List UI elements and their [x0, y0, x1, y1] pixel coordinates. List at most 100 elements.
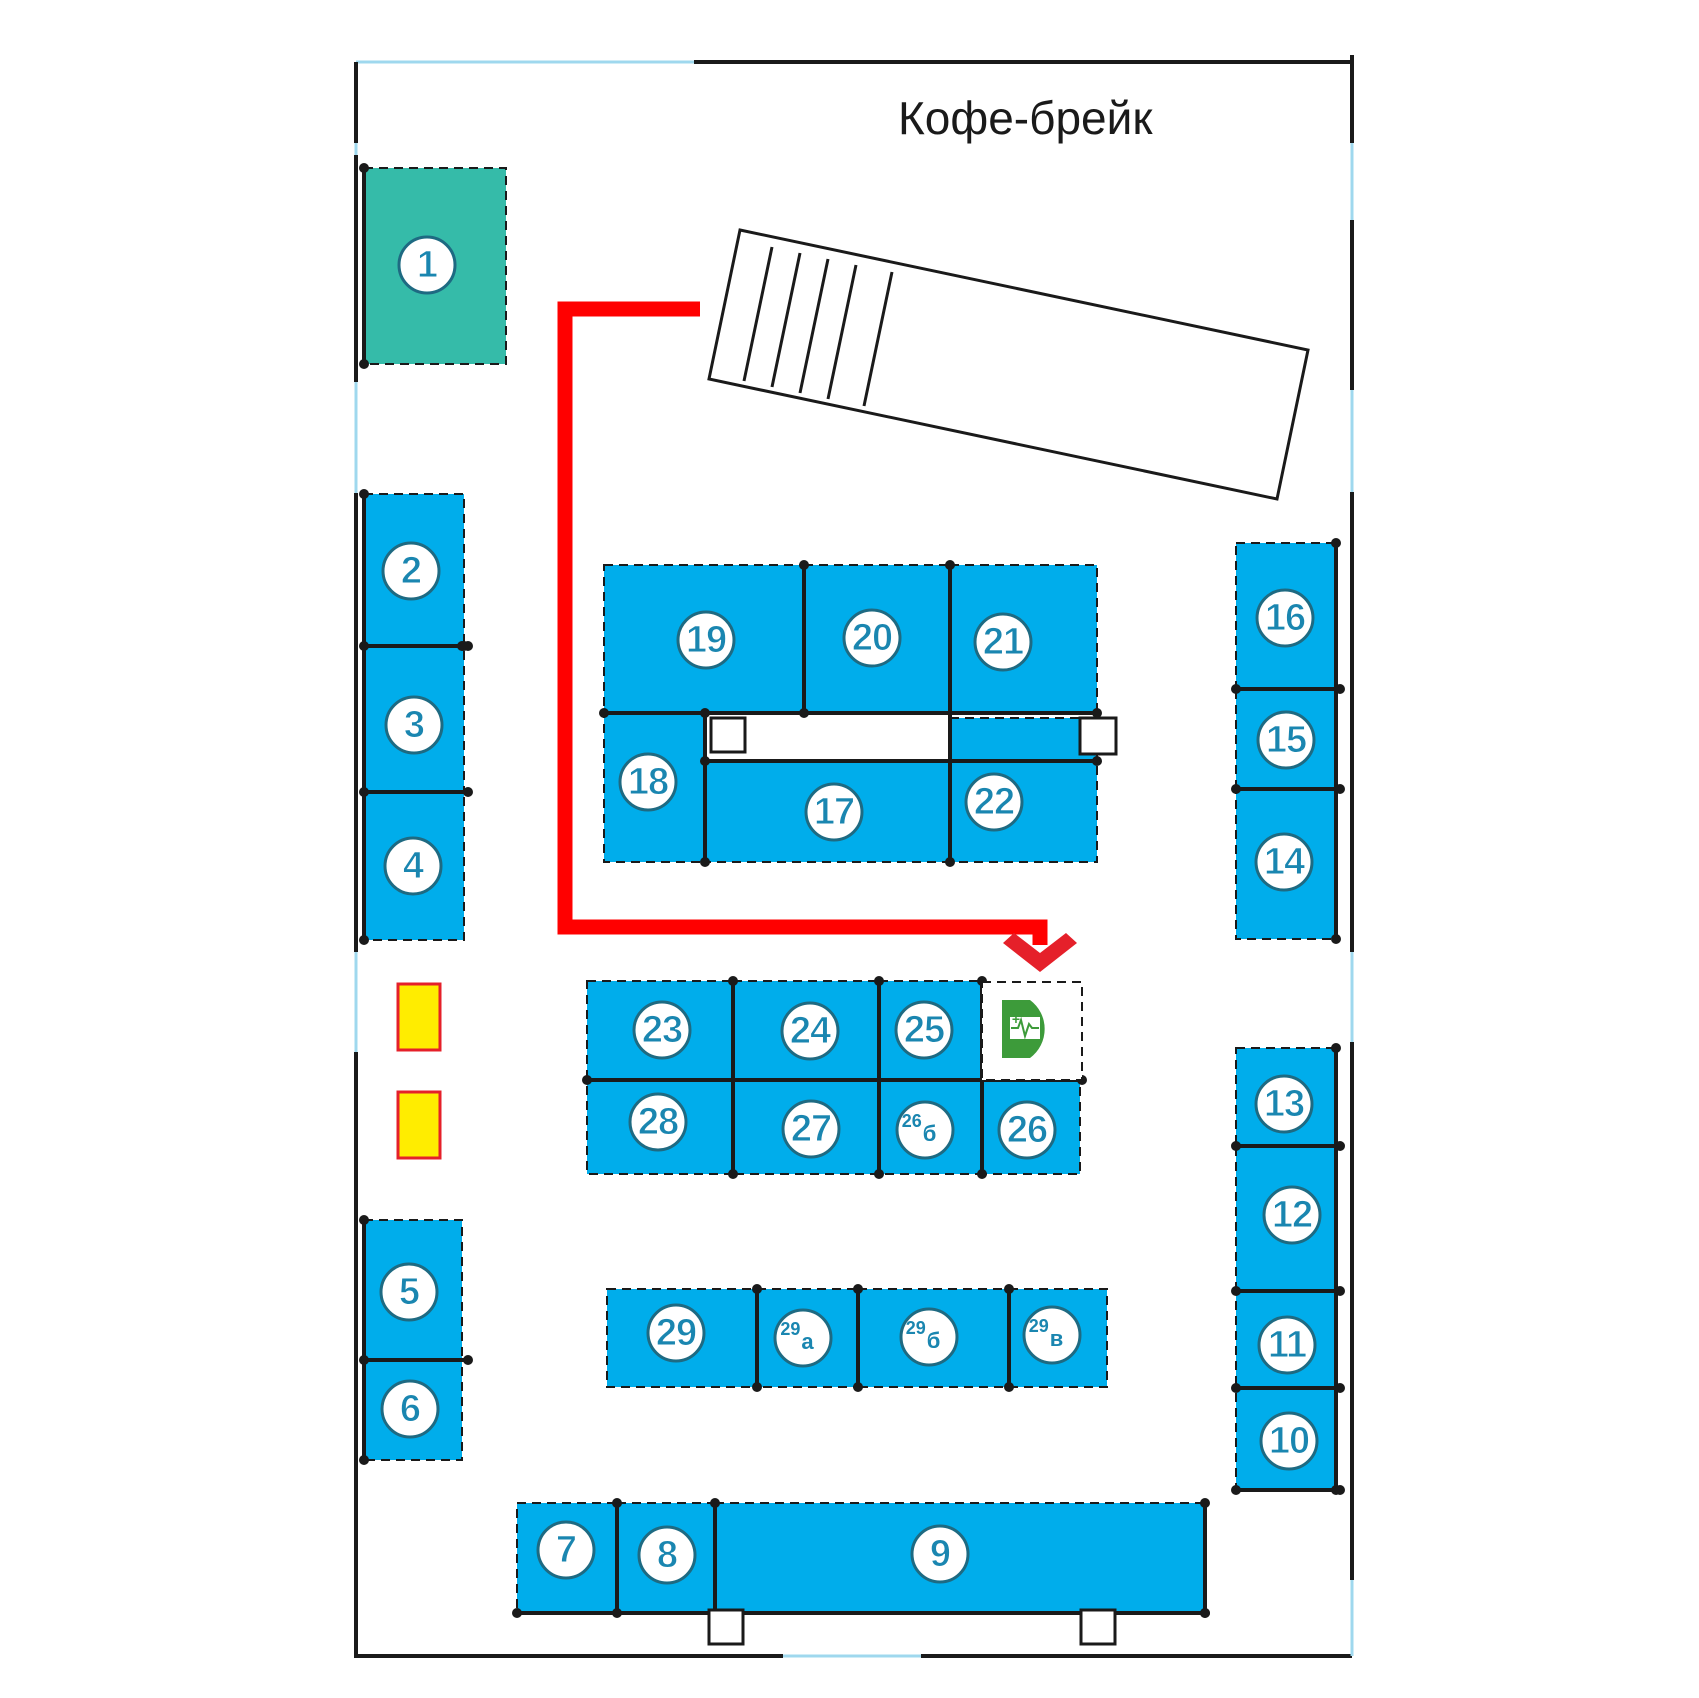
- booth-12[interactable]: 12: [1235, 1145, 1337, 1292]
- booth-11[interactable]: 11: [1235, 1290, 1337, 1389]
- divider-node: [700, 708, 710, 718]
- divider-node: [1092, 756, 1102, 766]
- booth-number: 18: [628, 761, 668, 803]
- svg-text:+: +: [1012, 1011, 1020, 1027]
- booth-26b[interactable]: 26б: [878, 1079, 983, 1175]
- booth-29a[interactable]: 29а: [756, 1288, 859, 1388]
- booth-4[interactable]: 4: [363, 791, 465, 941]
- divider-node: [853, 1382, 863, 1392]
- divider-node: [359, 1355, 369, 1365]
- divider-node: [1335, 784, 1345, 794]
- booth-29b[interactable]: 29б: [857, 1288, 1010, 1388]
- arrow-down-icon: [1003, 933, 1077, 972]
- divider-node: [359, 163, 369, 173]
- divider-node: [359, 489, 369, 499]
- booth-number-badge: [842, 608, 902, 668]
- booth-number-badge: [646, 1303, 706, 1363]
- divider-node: [945, 560, 955, 570]
- divider-node: [1200, 1608, 1210, 1618]
- booth-28[interactable]: 28: [586, 1079, 734, 1175]
- booth-number: 5: [399, 1271, 420, 1313]
- booth-14[interactable]: 14: [1235, 788, 1337, 940]
- booth-29[interactable]: 29: [606, 1288, 758, 1388]
- divider-node: [1200, 1498, 1210, 1508]
- booth-24[interactable]: 24: [732, 980, 880, 1080]
- booth-21[interactable]: 21: [949, 564, 1098, 714]
- booth-17[interactable]: 17: [704, 760, 951, 863]
- booth-8[interactable]: 8: [616, 1502, 716, 1614]
- divider-node: [1335, 1286, 1345, 1296]
- booth-number: 11: [1268, 1324, 1307, 1366]
- divider-node: [1231, 1383, 1241, 1393]
- booth-number-badge: [397, 235, 457, 295]
- booth-number: 3: [404, 704, 424, 746]
- booth-6[interactable]: 6: [363, 1359, 463, 1461]
- booth-number-badge: [380, 1379, 440, 1439]
- divider-node: [359, 935, 369, 945]
- booth-number-badge: [894, 1000, 954, 1060]
- booth-25[interactable]: 25: [878, 980, 983, 1080]
- booth-number-badge: [676, 610, 736, 670]
- booth-29v[interactable]: 29в: [1008, 1288, 1108, 1388]
- booth-18[interactable]: 18: [603, 712, 706, 863]
- divider-node: [945, 857, 955, 867]
- booth-number: 6: [400, 1388, 420, 1430]
- booth-number: 26: [1007, 1109, 1047, 1151]
- divider-node: [752, 1284, 762, 1294]
- booth-15[interactable]: 15: [1235, 688, 1337, 790]
- booth-10[interactable]: 10: [1235, 1387, 1337, 1491]
- booth-7[interactable]: 7: [516, 1502, 618, 1614]
- divider-node: [582, 1075, 592, 1085]
- booth-5[interactable]: 5: [363, 1219, 463, 1361]
- booth-number: 12: [1272, 1194, 1312, 1236]
- booth-number: 24: [790, 1010, 831, 1052]
- booth-20[interactable]: 20: [803, 564, 951, 714]
- divider-node: [710, 1498, 720, 1508]
- divider-node: [1331, 538, 1341, 548]
- divider-node: [1231, 1286, 1241, 1296]
- booth-number-badge: [632, 1000, 692, 1060]
- divider-node: [1335, 684, 1345, 694]
- pillars: [707, 716, 1118, 1646]
- divider-node: [1004, 1284, 1014, 1294]
- route-path: [557, 301, 1077, 972]
- booth-number: 20: [852, 617, 892, 659]
- booth-26[interactable]: 26: [981, 1079, 1081, 1175]
- booth-number: 7: [556, 1529, 576, 1571]
- booth-number: 25: [904, 1009, 945, 1051]
- booth-number-badge: [637, 1525, 697, 1585]
- booth-16[interactable]: 16: [1235, 542, 1337, 690]
- booth-number-badge: [379, 1262, 439, 1322]
- booth-23[interactable]: 23: [586, 980, 734, 1080]
- booth-9[interactable]: 9: [714, 1502, 1206, 1614]
- booth-number-badge: [1022, 1305, 1082, 1365]
- booth-number: 13: [1264, 1083, 1304, 1125]
- booth-22[interactable]: 22: [949, 717, 1098, 863]
- divider-node: [752, 1382, 762, 1392]
- pharmacy-booth[interactable]: +: [981, 981, 1083, 1081]
- booth-3[interactable]: 3: [363, 645, 465, 793]
- divider-node: [599, 708, 609, 718]
- booth-1[interactable]: 1: [363, 167, 507, 365]
- booth-number: 8: [657, 1534, 677, 1576]
- divider-node: [1231, 1141, 1241, 1151]
- pillar: [709, 716, 747, 754]
- booth-number: 16: [1265, 597, 1305, 639]
- divider-node: [1331, 934, 1341, 944]
- booth-19[interactable]: 19: [603, 564, 805, 714]
- divider-node: [700, 857, 710, 867]
- divider-node: [1004, 1382, 1014, 1392]
- booth-number: 21: [983, 621, 1024, 663]
- booth-27[interactable]: 27: [732, 1079, 880, 1175]
- booth-13[interactable]: 13: [1235, 1047, 1337, 1147]
- divider-node: [359, 641, 369, 651]
- divider-node: [612, 1498, 622, 1508]
- divider-node: [512, 1608, 522, 1618]
- booth-number-badge: [964, 772, 1024, 832]
- booth-number: 4: [403, 845, 424, 887]
- divider-node: [463, 641, 473, 651]
- booth-2[interactable]: 2: [363, 493, 465, 647]
- room-walls: [354, 55, 1354, 1658]
- pharmacy-logo-icon: +: [1002, 1000, 1045, 1058]
- divider-node: [463, 787, 473, 797]
